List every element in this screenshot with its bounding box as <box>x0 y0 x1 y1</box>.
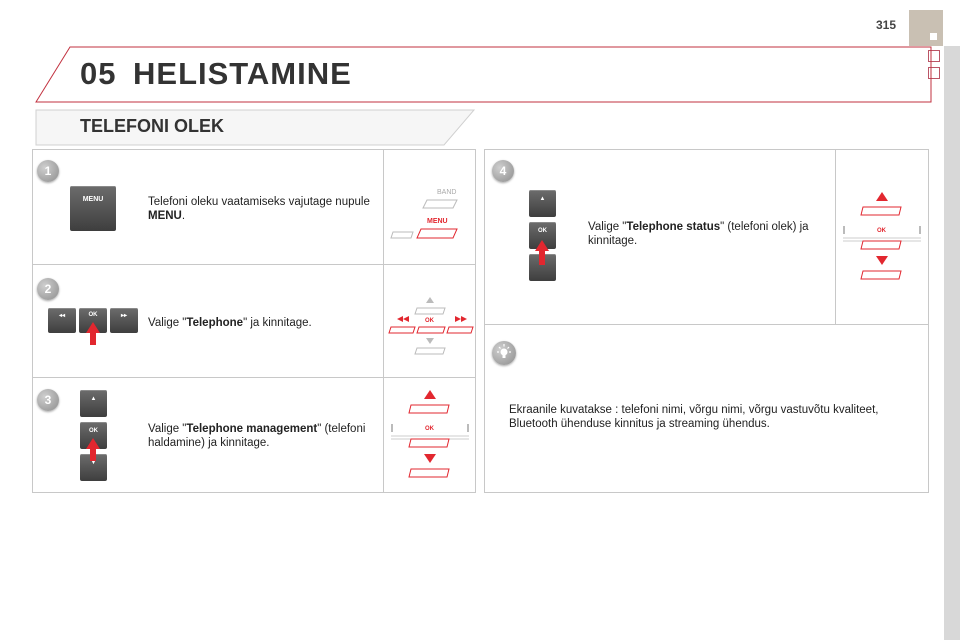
step-3-bold: Telephone management <box>186 423 318 435</box>
step-3-instruction: Valige "Telephone management" (telefoni … <box>148 422 373 450</box>
note-text: Ekraanile kuvatakse : telefoni nimi, võr… <box>509 404 879 430</box>
page-number: 315 <box>876 18 897 32</box>
next-button[interactable]: ▸▸ <box>110 308 138 333</box>
menu-button[interactable]: MENU <box>70 186 116 231</box>
step-2-red-arrow <box>86 322 100 345</box>
step-2-diagram: OK <box>388 297 474 355</box>
left-panel-divider <box>383 150 384 492</box>
step-3-ok-label: OK <box>425 426 435 432</box>
step-3-text: Valige " <box>148 423 187 435</box>
corner-tab <box>909 10 943 46</box>
step-2-bold: Telephone <box>186 317 244 329</box>
down-button-label-3: ▼ <box>90 460 97 466</box>
up-button-label-3: ▲ <box>90 396 97 402</box>
step-2-text: Valige " <box>148 317 187 329</box>
step-badge-2: 2 <box>37 278 59 300</box>
step-1-text-end: . <box>181 210 186 222</box>
step-badge-3: 3 <box>37 389 59 411</box>
ok-button-label-3: OK <box>89 428 98 434</box>
up-button-step-3[interactable]: ▲ <box>80 390 107 417</box>
chapter-number: 05 <box>80 56 117 91</box>
ok-button-label-4: OK <box>538 228 547 234</box>
step-badge-4: 4 <box>492 160 514 182</box>
up-button-step-4[interactable]: ▲ <box>529 190 556 217</box>
step-4-red-arrow <box>535 240 549 265</box>
menu-button-label: MENU <box>82 196 104 203</box>
step-1-instruction: Telefoni oleku vaatamiseks vajutage nupu… <box>148 195 373 223</box>
right-panel <box>484 149 929 493</box>
section-frame <box>35 109 476 146</box>
row-separator-1 <box>33 264 475 265</box>
step-3-text-end: " (telefoni haldamine) ja kinnitage. <box>148 423 366 449</box>
row-separator-2 <box>33 377 475 378</box>
step-badge-1: 1 <box>37 160 59 182</box>
row-separator-3 <box>485 324 928 325</box>
menu-highlight-label: MENU <box>427 218 448 225</box>
step-1-bold: MENU <box>148 210 182 222</box>
step-2-ok-label: OK <box>425 318 435 324</box>
step-4-ok-label: OK <box>877 228 887 234</box>
lightbulb-glyph <box>497 344 511 358</box>
lightbulb-icon <box>492 341 516 365</box>
ok-button-label-2: OK <box>88 312 98 318</box>
up-button-label-4: ▲ <box>539 196 546 202</box>
band-label: BAND <box>437 189 456 196</box>
step-1-diagram: BAND MENU <box>390 189 458 239</box>
prev-button[interactable]: ◂◂ <box>48 308 76 333</box>
next-button-label: ▸▸ <box>120 313 128 319</box>
section-title: TELEFONI OLEK <box>80 116 224 136</box>
step-4-text: Valige " <box>588 221 627 233</box>
header-frame <box>35 46 932 103</box>
step-4-bold: Telephone status <box>626 221 721 233</box>
step-3-diagram: OK <box>391 390 469 478</box>
chapter-title: HELISTAMINE <box>133 56 352 91</box>
right-panel-divider <box>835 150 836 324</box>
step-1-text: Telefoni oleku vaatamiseks vajutage nupu… <box>148 196 370 208</box>
step-2-text-end: " ja kinnitage. <box>243 317 312 329</box>
side-strip <box>944 46 960 640</box>
step-2-instruction: Valige "Telephone" ja kinnitage. <box>148 316 373 330</box>
step-3-red-arrow <box>86 438 100 461</box>
step-4-text-end: " (telefoni olek) ja kinnitage. <box>588 221 809 247</box>
step-4-instruction: Valige "Telephone status" (telefoni olek… <box>588 220 818 248</box>
prev-button-label: ◂◂ <box>58 313 66 319</box>
step-4-diagram: OK <box>843 192 921 280</box>
